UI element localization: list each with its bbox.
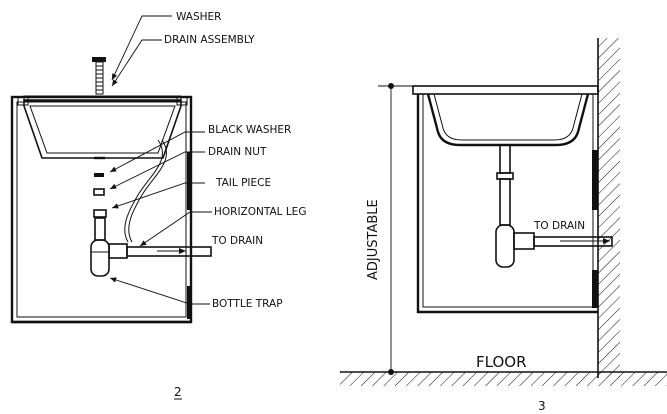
figure-number-2: 2 <box>174 385 182 399</box>
adjustable-dimension <box>378 83 413 375</box>
wall-slot-lower <box>187 286 192 319</box>
horizontal-leg-pipe <box>126 246 212 257</box>
wall-hatch <box>598 38 620 378</box>
cabinet-fig3 <box>416 94 598 314</box>
basin-fig2 <box>23 95 182 160</box>
countertop <box>412 85 599 95</box>
tail-piece-part <box>93 209 107 218</box>
bottle-trap-part <box>90 217 212 277</box>
label-drain-nut: DRAIN NUT <box>208 146 267 158</box>
figure-3: TO DRAIN ADJUSTABLE FLOOR 3 <box>340 38 667 413</box>
wall-slot-upper <box>187 152 192 210</box>
label-washer: WASHER <box>176 11 221 23</box>
figure-2: WASHER DRAIN ASSEMBLY BLACK WASHER DRAIN… <box>10 11 306 400</box>
label-tail-piece: TAIL PIECE <box>215 177 271 189</box>
figure-number-3: 3 <box>538 399 546 413</box>
floor-hatch <box>340 372 667 386</box>
drain-nut-part <box>93 188 105 196</box>
label-floor: FLOOR <box>476 353 527 371</box>
basin-fig3 <box>426 93 590 147</box>
label-adjustable: ADJUSTABLE <box>366 199 381 280</box>
hose-line <box>124 139 164 243</box>
drain-assembly-part <box>92 57 106 95</box>
label-to-drain-fig3: TO DRAIN <box>533 220 585 232</box>
black-washer-part <box>94 173 104 177</box>
leader-arrows-fig2 <box>109 15 212 305</box>
label-black-washer: BLACK WASHER <box>208 124 291 136</box>
label-horizontal-leg: HORIZONTAL LEG <box>214 206 306 218</box>
label-to-drain-fig2: TO DRAIN <box>211 235 263 247</box>
trap-fig3 <box>495 144 613 268</box>
label-drain-assembly: DRAIN ASSEMBLY <box>164 34 255 46</box>
label-bottle-trap: BOTTLE TRAP <box>212 298 283 310</box>
